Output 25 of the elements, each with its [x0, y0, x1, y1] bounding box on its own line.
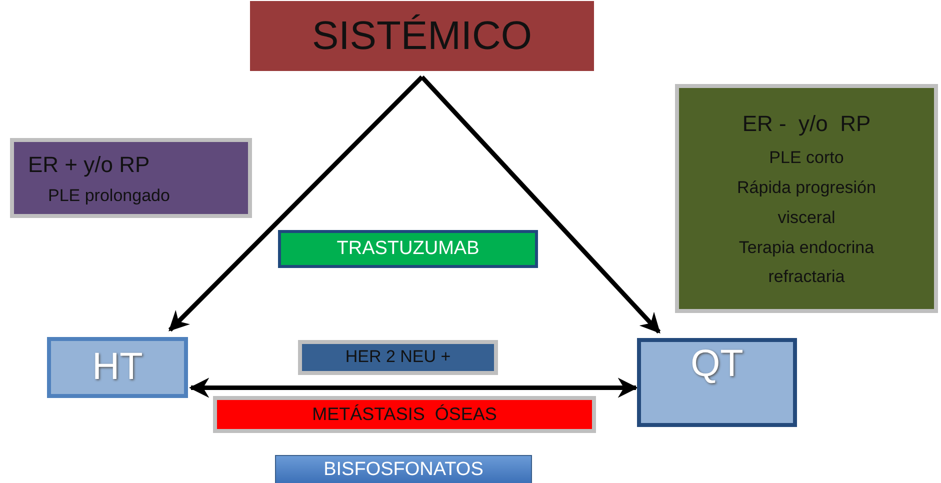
criteria-text: PLE corto — [769, 147, 844, 170]
treatment-box — [278, 230, 538, 268]
therapy-box — [637, 338, 797, 427]
arrow — [420, 75, 661, 334]
therapy-box — [47, 337, 188, 398]
treatment-label: TRASTUZUMAB — [336, 238, 480, 260]
treatment-label: BISFOSFONATOS — [324, 458, 484, 482]
condition-label: HER 2 NEU + — [345, 347, 451, 368]
criteria-text: Rápida progresión visceral — [736, 177, 877, 229]
therapy-label: HT — [92, 344, 143, 390]
criteria-text: Terapia endocrina refractaria — [738, 236, 876, 288]
criteria-box — [10, 138, 252, 218]
criteria-text: ER - y/o RP — [742, 110, 871, 138]
arrow — [168, 75, 424, 332]
treatment-box — [275, 455, 532, 483]
criteria-text: PLE prolongado — [47, 185, 170, 207]
criteria-text: ER + y/o RP — [28, 150, 150, 179]
criteria-box — [675, 84, 938, 313]
condition-box — [213, 396, 596, 433]
heading-text: SISTÉMICO — [312, 13, 532, 60]
therapy-label: QT — [690, 342, 744, 387]
arrow — [188, 378, 638, 398]
title-box — [250, 1, 594, 71]
condition-box — [298, 340, 498, 375]
condition-label: METÁSTASIS ÓSEAS — [312, 404, 497, 426]
